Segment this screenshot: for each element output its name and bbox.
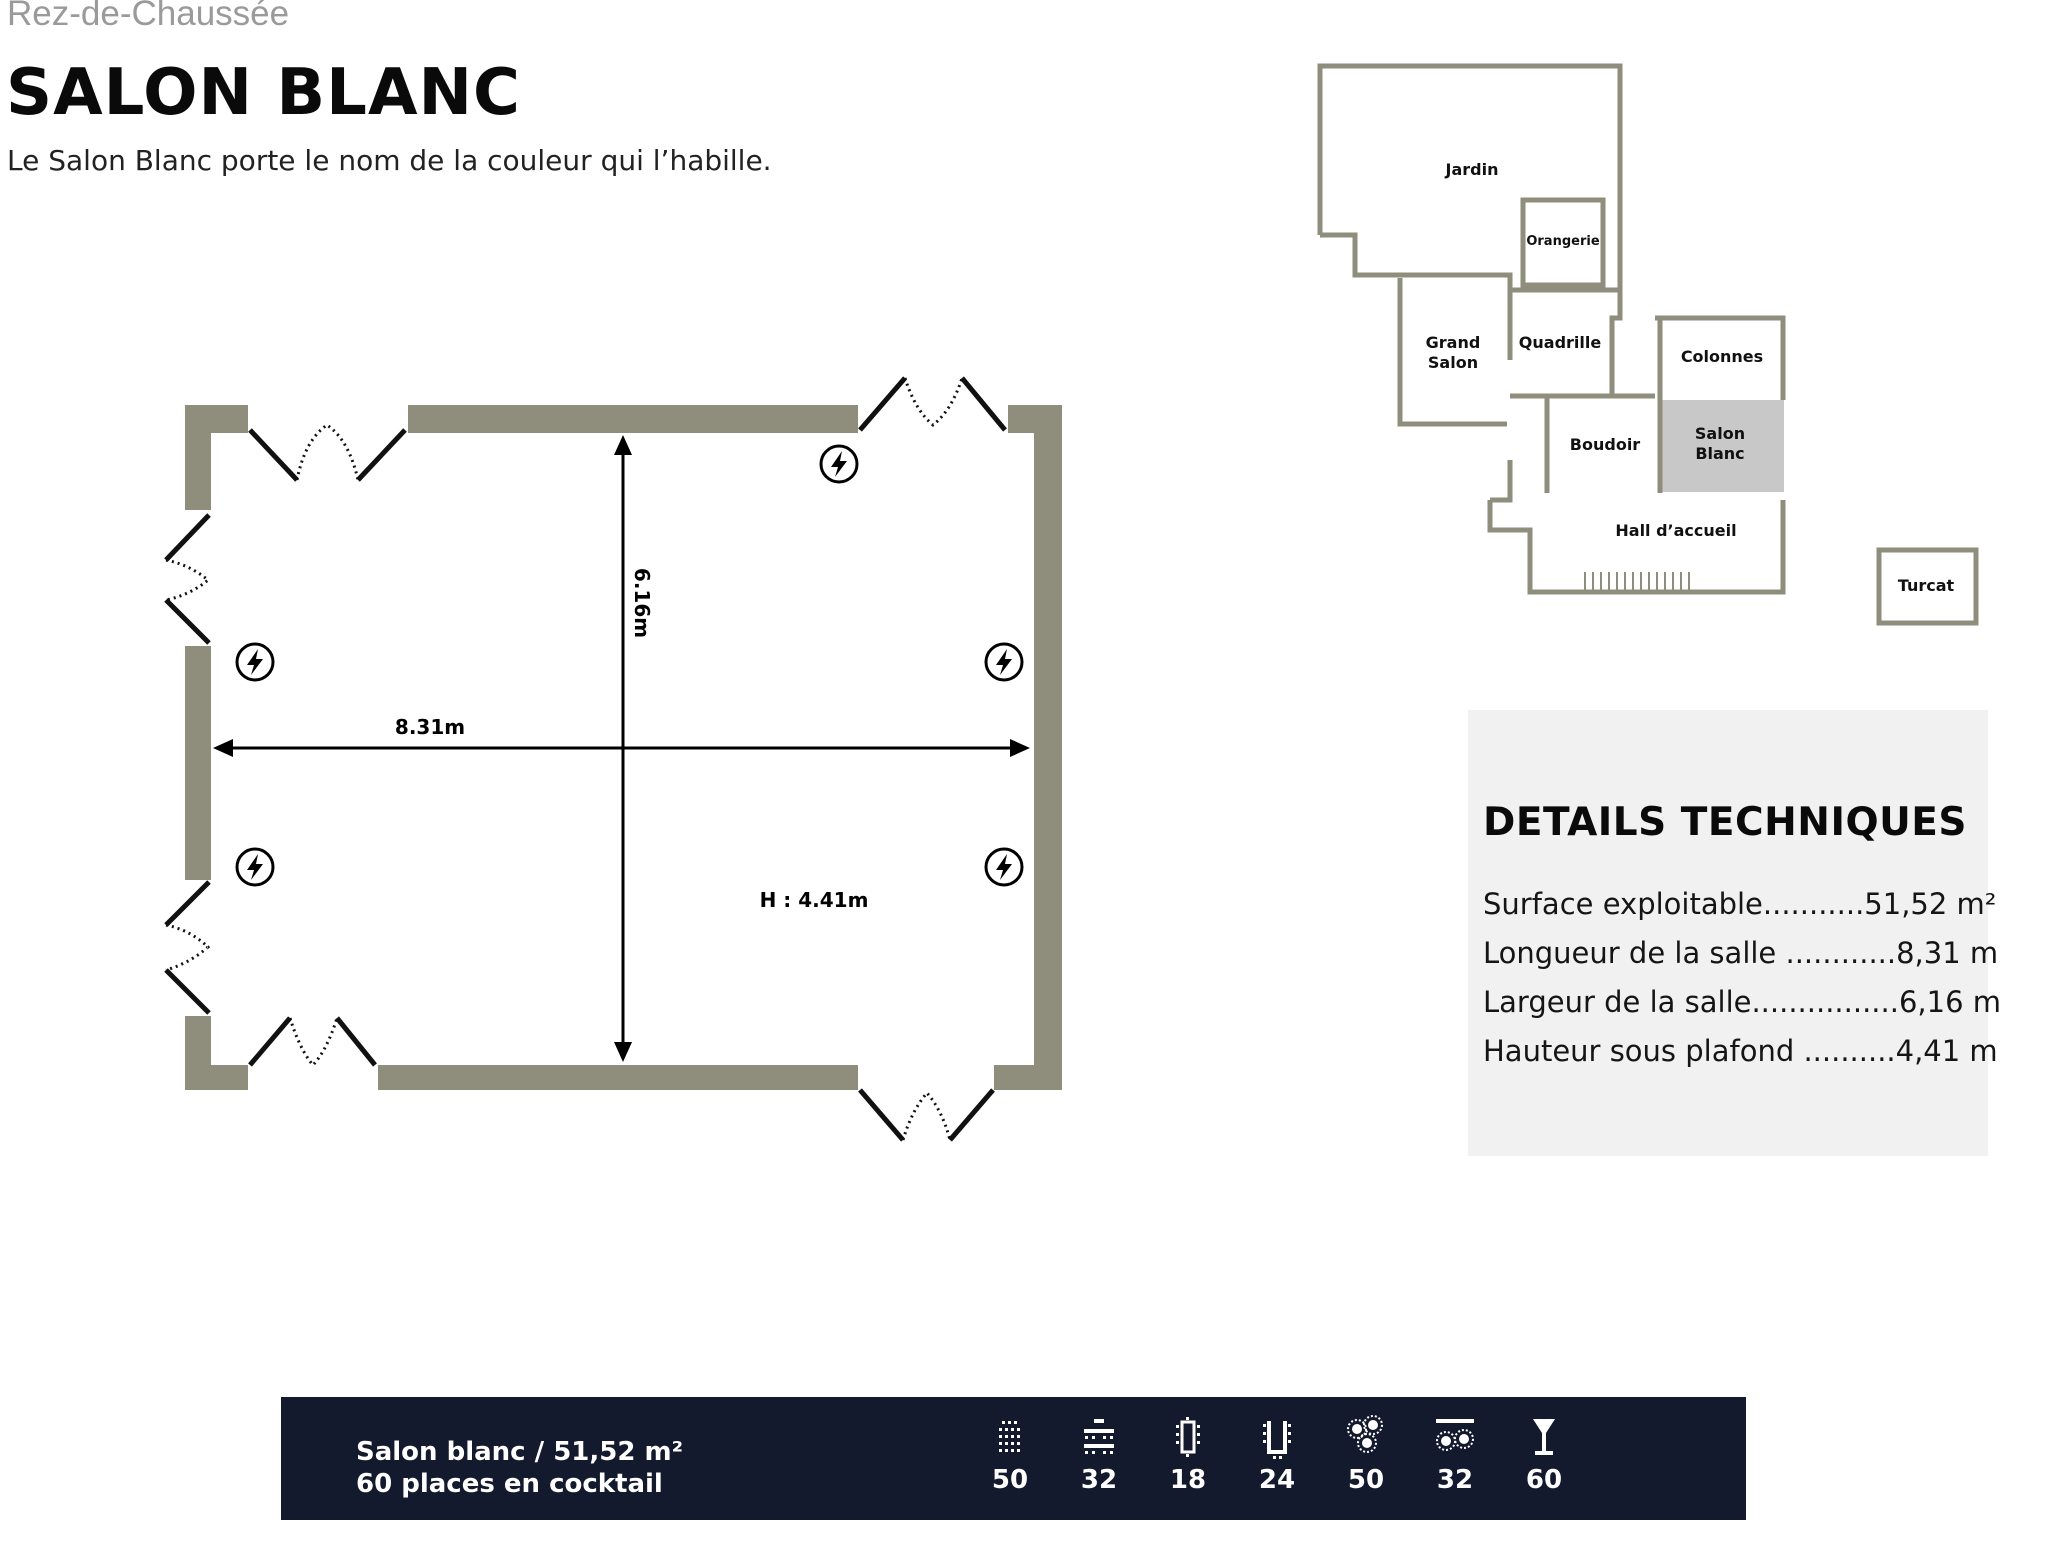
capacity-bar: Salon blanc / 51,52 m² 60 places en cock… [281, 1397, 1746, 1520]
map-label-colonnes: Colonnes [1681, 347, 1763, 366]
power-outlet-icon [984, 847, 1024, 887]
details-title: DETAILS TECHNIQUES [1483, 800, 1968, 845]
u-shape-table-icon [1263, 1421, 1291, 1459]
length-label: 8.31m [395, 715, 465, 739]
map-label-salon-blanc-1: Salon [1695, 424, 1745, 443]
dimension-lines [220, 443, 1022, 1055]
detail-width: Largeur de la salle................6,16 … [1483, 985, 2001, 1019]
map-label-jardin: Jardin [1445, 160, 1499, 179]
floor-label: Rez-de-Chaussée [7, 0, 290, 33]
intro-text: Le Salon Blanc porte le nom de la couleu… [7, 144, 772, 177]
map-label-salon-blanc-2: Blanc [1695, 444, 1744, 463]
capacity-cocktail-summary: 60 places en cocktail [356, 1469, 663, 1499]
capacity-u-shape: 24 [1242, 1415, 1312, 1495]
capacity-u-shape-value: 24 [1258, 1465, 1296, 1495]
map-label-grand-salon-1: Grand [1426, 333, 1481, 352]
capacity-boardroom: 18 [1153, 1415, 1223, 1495]
cabaret-seating-icon [1436, 1419, 1474, 1451]
staircase [1584, 572, 1690, 592]
map-label-quadrille: Quadrille [1519, 333, 1602, 352]
power-outlet-icon [235, 847, 275, 887]
width-label: 6.16m [630, 568, 654, 638]
capacity-classroom-value: 32 [1080, 1465, 1118, 1495]
cocktail-glass-icon [1533, 1419, 1555, 1455]
details-list: Surface exploitable...........51,52 m² L… [1483, 880, 2001, 1076]
map-label-boudoir: Boudoir [1570, 435, 1641, 454]
location-map: Jardin Orangerie Grand Salon Quadrille C… [1317, 63, 1979, 626]
room-floor-plan: 8.31m 6.16m H : 4.41m [164, 376, 1062, 1142]
banquet-round-tables-icon [1347, 1415, 1383, 1453]
room-walls [185, 405, 1062, 1090]
building-outline [1317, 63, 1979, 626]
ceiling-height-label: H : 4.41m [760, 888, 869, 912]
power-outlet-icon [984, 642, 1024, 682]
detail-length: Longueur de la salle ............8,31 m [1483, 936, 1999, 970]
technical-details-panel: DETAILS TECHNIQUES Surface exploitable..… [1468, 710, 2001, 1156]
boardroom-table-icon [1176, 1417, 1200, 1457]
page-title: SALON BLANC [6, 56, 521, 130]
detail-height: Hauteur sous plafond ..........4,41 m [1483, 1034, 1998, 1068]
map-label-hall: Hall d’accueil [1615, 521, 1736, 540]
capacity-banquet-value: 50 [1347, 1465, 1385, 1495]
theatre-seating-icon [999, 1421, 1020, 1452]
map-label-turcat: Turcat [1898, 576, 1955, 595]
double-door-icon [164, 376, 1007, 1142]
capacity-cabaret-value: 32 [1436, 1465, 1474, 1495]
capacity-boardroom-value: 18 [1169, 1465, 1207, 1495]
capacity-cocktail: 60 [1509, 1415, 1579, 1495]
capacity-theatre-value: 50 [991, 1465, 1029, 1495]
map-label-orangerie: Orangerie [1526, 234, 1599, 249]
capacity-classroom: 32 [1064, 1415, 1134, 1495]
detail-surface: Surface exploitable...........51,52 m² [1483, 887, 1997, 921]
capacity-banquet: 50 [1331, 1415, 1401, 1495]
capacity-cocktail-value: 60 [1525, 1465, 1563, 1495]
dimension-arrowheads [213, 435, 1030, 1062]
salon-blanc-highlight [1662, 400, 1784, 492]
capacity-theatre: 50 [975, 1415, 1045, 1495]
capacity-room-summary: Salon blanc / 51,52 m² [356, 1437, 683, 1467]
map-label-grand-salon-2: Salon [1428, 353, 1478, 372]
classroom-seating-icon [1084, 1419, 1114, 1454]
power-outlet-icon [819, 444, 859, 484]
power-outlet-icon [235, 642, 275, 682]
capacity-cabaret: 32 [1420, 1415, 1490, 1495]
